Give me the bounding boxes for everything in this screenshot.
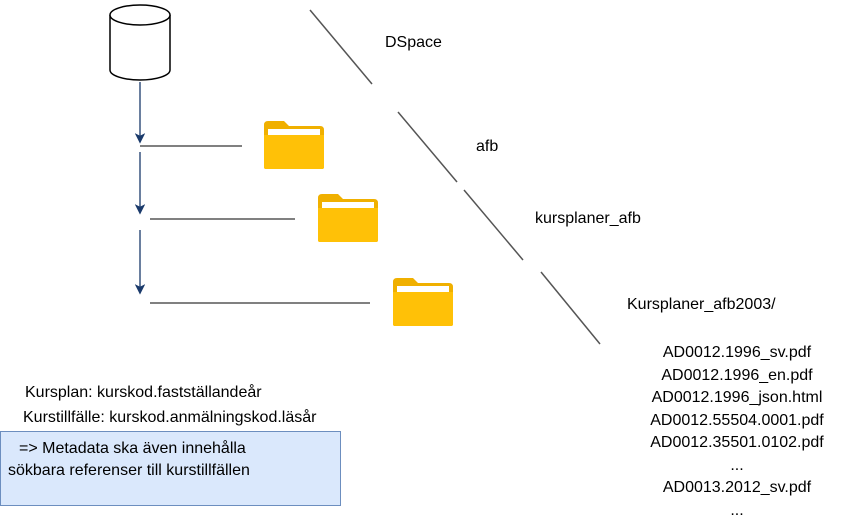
label-kursplaner-afb2003: Kursplaner_afb2003/ bbox=[627, 296, 776, 313]
naming-kurstillfalle: Kurstillfälle: kurskod.anmälningskod.läs… bbox=[23, 409, 317, 426]
file-item: AD0012.1996_json.html bbox=[651, 389, 823, 406]
folder-icon-afb bbox=[264, 121, 324, 169]
note-line-1: => Metadata ska även innehålla bbox=[19, 440, 246, 457]
database-icon bbox=[109, 4, 171, 81]
file-item: AD0012.1996_sv.pdf bbox=[662, 344, 812, 361]
file-list: AD0012.1996_sv.pdf AD0012.1996_en.pdf AD… bbox=[612, 342, 859, 522]
diagonal-separator-3 bbox=[463, 189, 524, 261]
label-kursplaner-afb: kursplaner_afb bbox=[535, 210, 641, 227]
naming-kursplan: Kursplan: kurskod.fastställandeår bbox=[25, 384, 262, 401]
folder-icon-kursplaner bbox=[318, 194, 378, 242]
label-afb: afb bbox=[476, 138, 499, 155]
diagonal-separator-4 bbox=[540, 271, 601, 345]
diagonal-separator-2 bbox=[397, 111, 458, 183]
file-item: AD0012.55504.0001.pdf bbox=[650, 411, 824, 429]
file-item: AD0012.35501.0102.pdf bbox=[650, 434, 824, 451]
file-item-ellipsis: ... bbox=[730, 456, 744, 474]
folder-icon-afb2003 bbox=[393, 278, 453, 326]
metadata-note-box: => Metadata ska även innehålla sökbara r… bbox=[0, 431, 341, 506]
note-line-2: sökbara referenser till kurstillfällen bbox=[8, 462, 250, 479]
file-item-ellipsis: ... bbox=[730, 501, 744, 519]
file-item: AD0013.2012_sv.pdf bbox=[662, 479, 812, 496]
diagonal-separator-1 bbox=[309, 9, 373, 85]
label-dspace: DSpace bbox=[385, 34, 442, 51]
file-item: AD0012.1996_en.pdf bbox=[661, 366, 813, 384]
